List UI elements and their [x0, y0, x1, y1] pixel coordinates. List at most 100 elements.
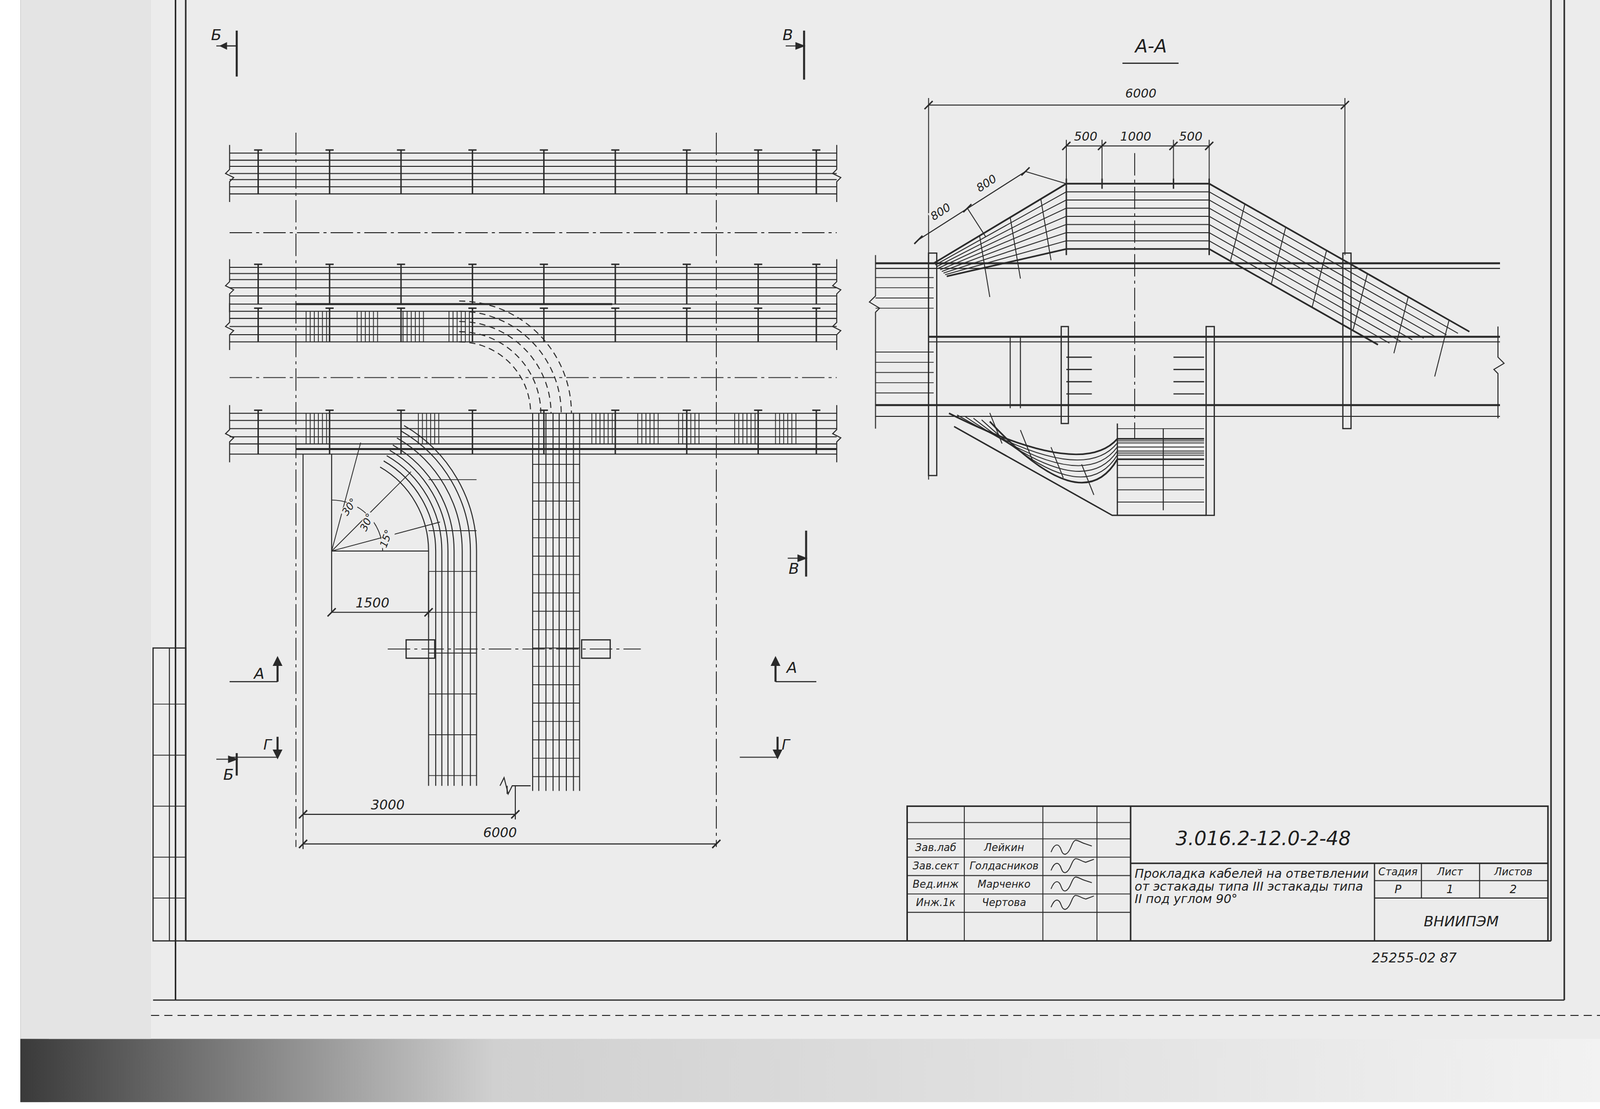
table-cell: Чертова — [982, 897, 1027, 909]
cable-line — [229, 152, 837, 154]
table-line — [1042, 805, 1044, 941]
cable-clamp — [641, 413, 643, 445]
drawing-title: Прокладка кабелей на ответвлении от эста… — [1134, 867, 1372, 906]
shelf — [1117, 477, 1204, 479]
cable-line — [875, 361, 934, 363]
rack-post — [325, 409, 334, 411]
side-stamp-line — [152, 703, 186, 705]
break-mark — [1494, 326, 1505, 419]
cable-clamp — [305, 413, 307, 445]
dimension-text: 1000 — [1119, 130, 1153, 144]
rack-post — [328, 264, 331, 304]
column — [1343, 252, 1351, 429]
cable-line — [552, 413, 554, 792]
paper — [20, 0, 1600, 1102]
table-line — [1374, 880, 1548, 882]
section-letter: Г — [781, 737, 790, 753]
rack-post — [471, 264, 474, 304]
cable-line — [229, 172, 837, 174]
cable-clamp — [418, 311, 420, 343]
rack-post — [686, 150, 688, 195]
tray-rung — [532, 647, 580, 649]
cable-clamp — [468, 311, 470, 343]
rack-post — [253, 307, 262, 309]
cable-clamp — [322, 311, 324, 343]
shelf — [1173, 356, 1204, 358]
tray-rung — [428, 530, 477, 532]
shelf — [1066, 393, 1093, 395]
rack-post — [253, 263, 262, 265]
cable-line — [937, 200, 1447, 335]
extension-line — [428, 571, 430, 618]
flange-plate — [581, 639, 611, 658]
cable-line — [403, 425, 477, 787]
cable-line — [229, 317, 837, 319]
tray-rung — [532, 684, 580, 686]
tray-rung — [532, 574, 580, 576]
break-mark — [832, 302, 841, 350]
rack-post — [757, 410, 759, 455]
rack-post — [400, 264, 402, 304]
cable-clamp — [438, 413, 440, 445]
extension-line — [514, 785, 516, 820]
paper-ground — [20, 0, 1600, 1041]
table-cell: Зав.лаб — [915, 842, 957, 854]
cable-line — [933, 183, 1470, 332]
rack-post — [682, 149, 691, 151]
rack-post — [400, 307, 402, 342]
tray-rung — [428, 775, 477, 777]
cable-clamp — [464, 311, 466, 343]
rack-post — [611, 307, 620, 309]
break-mark — [225, 145, 234, 202]
tray-edge — [953, 426, 1206, 516]
cable-line — [981, 419, 1204, 477]
cable-line — [229, 295, 837, 297]
cable-clamp — [599, 413, 601, 445]
rack-post — [757, 150, 759, 195]
table-line — [1373, 863, 1375, 942]
cable-line — [875, 297, 934, 299]
tray-rung — [1394, 297, 1409, 353]
side-stamp-line — [152, 754, 186, 756]
cable-line — [229, 165, 837, 167]
rack-post — [397, 263, 405, 265]
rack-post — [812, 409, 821, 411]
cable-clamp — [746, 413, 748, 445]
cable-clamp — [456, 311, 458, 343]
section-arrow — [798, 554, 806, 561]
section-mark — [229, 681, 278, 683]
rack-post — [400, 150, 402, 195]
angle-ray — [331, 550, 429, 552]
cable-line — [949, 413, 1204, 455]
rack-post — [471, 307, 474, 342]
tray-rung — [532, 739, 580, 741]
beam — [875, 415, 1500, 417]
rack-post — [614, 150, 616, 195]
cable-line — [946, 249, 1378, 345]
cable-clamp — [694, 413, 696, 445]
cable-clamp — [417, 413, 419, 445]
tray-rung — [428, 734, 477, 736]
angle-ray — [331, 471, 411, 551]
cable-clamp — [360, 311, 362, 343]
cable-line — [973, 418, 1204, 472]
extension-line — [967, 207, 986, 237]
rack-post — [812, 307, 821, 309]
section-arrow — [273, 656, 282, 665]
paper-margin — [20, 0, 151, 1039]
shelf — [1066, 356, 1093, 358]
rack-post — [328, 410, 331, 455]
table-cell: Зав.сект — [912, 860, 959, 872]
angle-arc — [331, 500, 383, 551]
cable-clamp — [309, 413, 311, 445]
section-letter: Б — [223, 767, 234, 784]
table-cell: Р — [1394, 883, 1402, 896]
cable-line — [935, 192, 1458, 334]
cable-clamp — [368, 311, 370, 343]
table-cell: 1 — [1446, 883, 1454, 896]
signature — [1050, 876, 1092, 891]
dimension-line — [331, 611, 429, 613]
break-mark — [225, 302, 234, 350]
cable-clamp — [402, 311, 404, 343]
